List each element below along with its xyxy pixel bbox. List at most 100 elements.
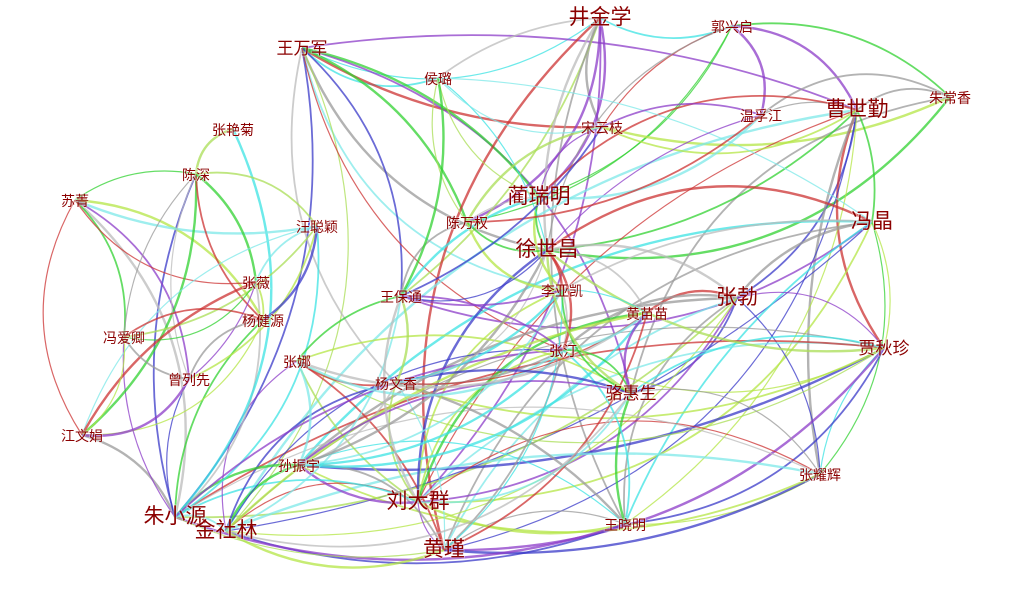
edge-yjy-fas xyxy=(123,307,264,338)
node-label-ywx[interactable]: 杨文香 xyxy=(374,376,418,394)
node-label-zt[interactable]: 张汀 xyxy=(548,343,578,361)
edge-wcy-fas xyxy=(123,225,318,338)
edge-zb-hmm xyxy=(646,289,738,314)
node-label-gxq[interactable]: 郭兴启 xyxy=(710,18,754,37)
edge-fas-jwj xyxy=(81,336,126,436)
edge-fj-lyk xyxy=(561,219,873,291)
node-label-hmm[interactable]: 黄苗苗 xyxy=(625,305,669,324)
edge-gxq-lrm xyxy=(538,25,733,198)
node-label-jsl[interactable]: 金社林 xyxy=(194,517,259,543)
edge-lrm-cwq xyxy=(466,196,540,223)
edge-zlx-jwj xyxy=(81,378,191,437)
node-label-zn[interactable]: 张娜 xyxy=(282,354,312,372)
node-label-szy[interactable]: 孙振宇 xyxy=(277,458,321,476)
edge-jsl-zxy xyxy=(174,514,227,532)
edge-jqz-wxm xyxy=(624,347,885,525)
node-label-lyk[interactable]: 李亚凯 xyxy=(540,283,584,301)
edge-cs-zw xyxy=(195,173,258,283)
node-label-yjy[interactable]: 杨健源 xyxy=(241,313,285,331)
node-label-xsc[interactable]: 徐世昌 xyxy=(515,236,580,262)
edge-jqz-szy xyxy=(298,346,885,472)
node-label-zxy[interactable]: 朱小源 xyxy=(143,503,208,529)
edge-zcx-lhs xyxy=(630,96,951,394)
node-label-wwj[interactable]: 王万军 xyxy=(276,38,329,60)
node-layer: 井金学郭兴启王万军朱常香侯璐温孚江曹世勤宋云枝张艳菊陈深苏菁蔺瑞明汪聪颖陈万权冯… xyxy=(60,4,972,562)
edge-csq-jqz xyxy=(835,109,885,349)
node-label-hj[interactable]: 黄瑾 xyxy=(422,536,466,562)
node-label-jjx[interactable]: 井金学 xyxy=(568,4,633,30)
edge-csq-fj xyxy=(856,109,876,223)
edge-wwj-cwq xyxy=(301,46,469,223)
edge-ldq-zt xyxy=(417,349,564,503)
node-label-fj[interactable]: 冯晶 xyxy=(850,208,894,234)
edge-hmm-xsc xyxy=(546,249,648,314)
edge-zcx-wfj xyxy=(760,73,951,116)
edge-zb-jsl xyxy=(225,297,738,537)
node-label-wxm[interactable]: 王晓明 xyxy=(603,517,647,535)
edge-zcx-syz xyxy=(601,95,951,147)
edge-jqz-hj xyxy=(443,347,885,552)
edge-jjx-hl xyxy=(437,17,601,79)
edge-wwj-jjx xyxy=(301,17,601,80)
node-label-zcx[interactable]: 朱常香 xyxy=(928,90,972,108)
node-label-wbt[interactable]: 王保通 xyxy=(379,289,423,307)
node-label-zw[interactable]: 张薇 xyxy=(241,275,271,293)
node-label-cs[interactable]: 陈深 xyxy=(181,166,211,185)
edge-zw-fas xyxy=(123,281,257,341)
edge-zn-zt xyxy=(296,348,564,397)
edge-zcx-csq xyxy=(856,87,951,111)
node-label-wfj[interactable]: 温孚江 xyxy=(739,108,783,126)
node-label-wcy[interactable]: 汪聪颖 xyxy=(295,219,339,237)
edge-cwq-wbt xyxy=(400,221,468,297)
edge-hmm-lyk xyxy=(561,289,648,314)
node-label-lhs[interactable]: 骆惠生 xyxy=(605,383,658,405)
edge-fj-hl xyxy=(437,77,873,223)
edge-zb-zyh xyxy=(736,297,821,475)
edge-jjx-cwq xyxy=(466,17,602,224)
edge-zw-jwj xyxy=(80,280,257,436)
edge-cwq-hl xyxy=(431,77,468,223)
edge-zxy-zyj xyxy=(174,128,273,518)
node-label-ldq[interactable]: 刘大群 xyxy=(386,488,451,514)
node-label-jwj[interactable]: 江文娟 xyxy=(60,428,104,446)
edge-wxm-ldq xyxy=(417,500,626,535)
node-label-sj[interactable]: 苏菁 xyxy=(60,193,90,211)
edge-gxq-zcx xyxy=(731,22,951,98)
node-label-zb[interactable]: 张勃 xyxy=(715,284,759,310)
edge-szy-lyk xyxy=(298,289,563,466)
node-label-fas[interactable]: 冯爱卿 xyxy=(102,330,146,348)
edge-zw-yjy xyxy=(255,281,265,321)
edge-lhs-hmm xyxy=(623,312,648,394)
edge-wwj-jsl xyxy=(225,47,349,532)
edge-ldq-zxy xyxy=(174,479,419,518)
edge-wbt-ldq xyxy=(382,295,420,503)
edge-jjx-wxm xyxy=(550,17,626,525)
node-label-zlx[interactable]: 曾列先 xyxy=(167,372,211,390)
node-label-zyh[interactable]: 张耀辉 xyxy=(798,467,842,485)
node-label-lrm[interactable]: 蔺瑞明 xyxy=(507,183,572,209)
edge-fj-jsl xyxy=(225,221,873,532)
edge-zyh-lhs xyxy=(630,388,821,475)
edge-zb-zt xyxy=(562,293,738,351)
edge-zn-wbt xyxy=(296,295,402,362)
node-label-jqz[interactable]: 贾秋珍 xyxy=(858,338,911,360)
edge-wwj-csq xyxy=(301,34,858,111)
edge-wxm-lhs xyxy=(614,392,633,525)
edge-sj-jwj xyxy=(42,199,83,436)
node-label-hl[interactable]: 侯璐 xyxy=(423,71,453,89)
edge-jsl-hmm xyxy=(225,311,648,532)
edge-wxm-ywx xyxy=(395,381,626,525)
node-label-csq[interactable]: 曹世勤 xyxy=(825,96,890,122)
edge-xsc-wfj xyxy=(546,114,762,251)
edge-zxy-sj xyxy=(74,199,187,518)
edge-hj-jsl xyxy=(225,529,445,569)
edge-zxy-fas xyxy=(122,336,176,518)
node-label-cwq[interactable]: 陈万权 xyxy=(445,214,489,233)
edge-hj-zt xyxy=(443,349,564,551)
edge-cs-fas xyxy=(123,173,197,338)
edge-layer xyxy=(42,17,951,569)
node-label-zyj[interactable]: 张艳菊 xyxy=(211,122,255,140)
edge-zn-hmm xyxy=(296,312,648,389)
edge-fj-wxm xyxy=(624,221,873,525)
node-label-syz[interactable]: 宋云枝 xyxy=(580,120,624,138)
